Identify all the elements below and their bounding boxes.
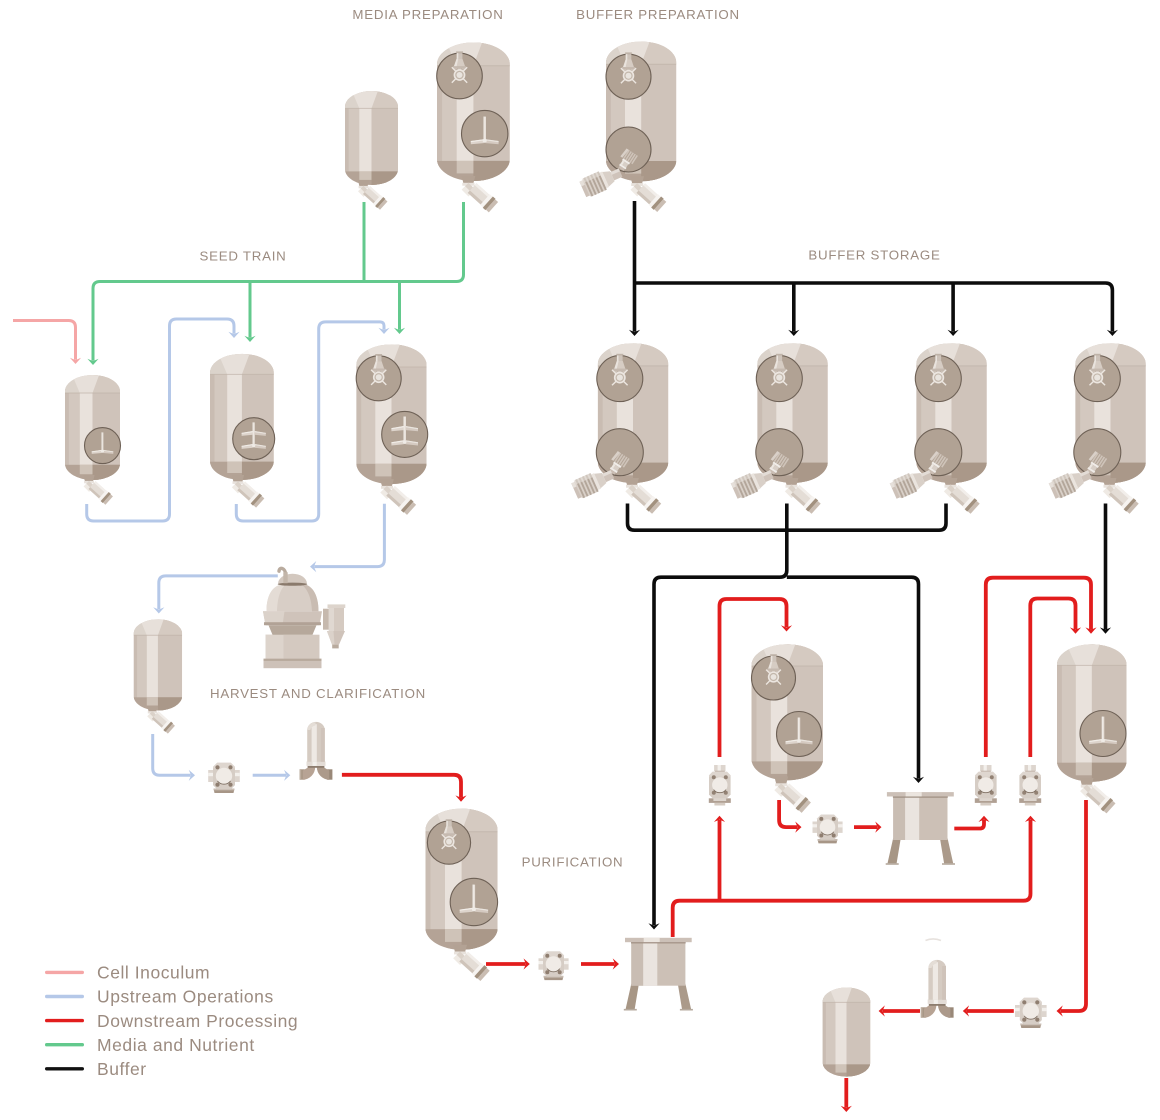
svg-text:BUFFER STORAGE: BUFFER STORAGE xyxy=(808,248,940,263)
svg-text:BUFFER PREPARATION: BUFFER PREPARATION xyxy=(576,7,740,22)
svg-text:Downstream Processing: Downstream Processing xyxy=(97,1011,298,1031)
svg-text:Media and Nutrient: Media and Nutrient xyxy=(97,1035,255,1055)
svg-text:Upstream Operations: Upstream Operations xyxy=(97,987,274,1007)
svg-text:MEDIA PREPARATION: MEDIA PREPARATION xyxy=(352,7,503,22)
svg-text:HARVEST AND CLARIFICATION: HARVEST AND CLARIFICATION xyxy=(210,686,426,701)
svg-text:PURIFICATION: PURIFICATION xyxy=(522,855,624,870)
svg-text:Cell Inoculum: Cell Inoculum xyxy=(97,963,210,983)
svg-text:SEED TRAIN: SEED TRAIN xyxy=(199,249,286,264)
svg-text:Buffer: Buffer xyxy=(97,1059,147,1079)
